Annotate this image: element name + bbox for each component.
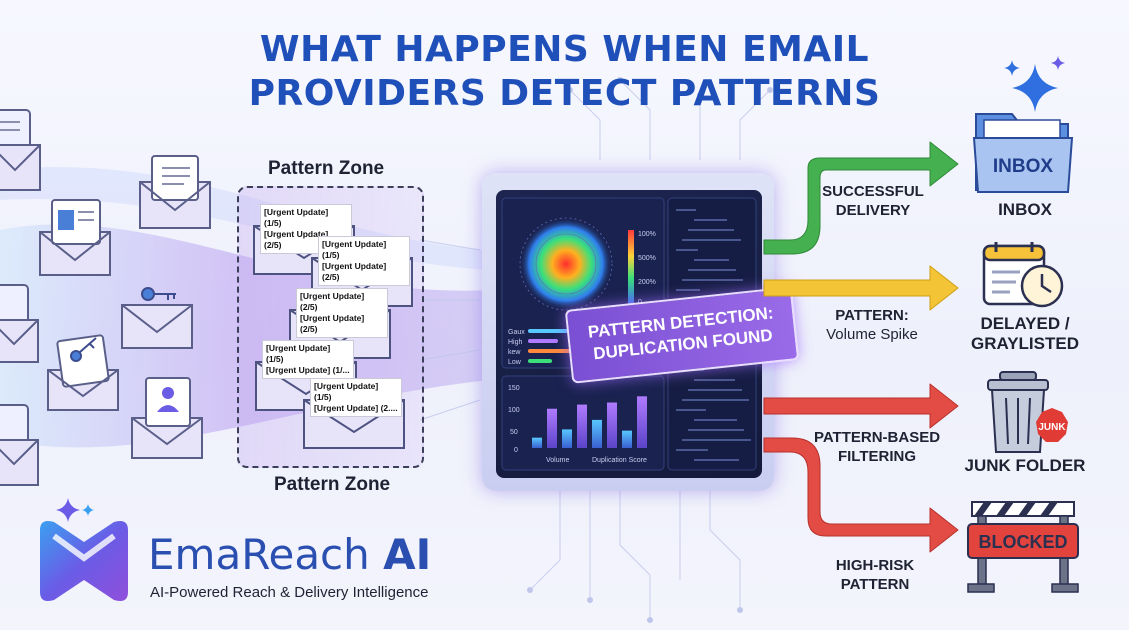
heatmap: [520, 218, 612, 310]
emareach-logo-icon: [40, 498, 128, 601]
email-subject: [Urgent Update] (2....: [314, 403, 398, 413]
brand-tagline: AI-Powered Reach & Delivery Intelligence: [150, 584, 429, 601]
arrow-volume-spike: [763, 265, 959, 311]
brand-name-ai: AI: [383, 530, 432, 579]
chart-bar: [637, 396, 647, 448]
gauge-label: kew: [508, 349, 521, 356]
y-tick: 100: [508, 407, 520, 414]
brand-name-main: EmaReach: [148, 530, 370, 579]
incoming-emails: [0, 109, 211, 486]
email-subject: [Urgent Update] (2/5): [322, 261, 387, 282]
page-title: WHAT HAPPENS WHEN EMAIL PROVIDERS DETECT…: [0, 28, 1129, 116]
gauge-label: Gaux: [508, 329, 525, 336]
pattern-zone-label-bottom: Pattern Zone: [274, 474, 391, 495]
chart-bar: [532, 437, 542, 448]
email-subject: [Urgent Update] (1/...: [266, 365, 350, 375]
heat-scale-tick: 200%: [638, 279, 656, 286]
key-icon: [70, 350, 82, 362]
calendar-clock-icon: [982, 242, 1064, 308]
destination-label: INBOX: [998, 200, 1052, 219]
heat-scale: [628, 230, 634, 304]
chart-bar: [607, 402, 617, 448]
pattern-zone-label-top: Pattern Zone: [268, 158, 385, 179]
y-tick: 150: [508, 385, 520, 392]
arrow-pattern-filtering: [763, 383, 959, 429]
blocked-icon-text: BLOCKED: [979, 532, 1068, 552]
y-tick: 50: [510, 429, 518, 436]
title-line-2: PROVIDERS DETECT PATTERNS: [248, 73, 881, 114]
sparkle-icon: [1004, 56, 1065, 112]
title-line-1: WHAT HAPPENS WHEN EMAIL: [259, 29, 870, 70]
email-subject: [Urgent Update] (2/5): [300, 313, 365, 334]
envelope-icon: [121, 304, 193, 349]
chart-bar: [577, 404, 587, 448]
chart-bar: [562, 429, 572, 448]
chart-bar: [622, 430, 632, 448]
destination-label: DELAYED /GRAYLISTED: [970, 314, 1079, 353]
email-subject: [Urgent Update] (1/5): [314, 381, 379, 402]
user-icon: [162, 387, 174, 399]
email-subject: [Urgent Update] (1/5): [266, 343, 331, 364]
duplicate-email: [Urgent Update] (2/5)[Urgent Update] (2/…: [288, 284, 398, 359]
barrier-icon: BLOCKED: [967, 501, 1079, 593]
duplicate-email: [Urgent Update] (1/5)[Urgent Update] (2.…: [302, 374, 412, 449]
legend-volume: Volume: [546, 457, 569, 464]
trash-can-icon: JUNK: [987, 371, 1068, 453]
chart-bar: [547, 408, 557, 448]
gauge-label: Low: [508, 359, 522, 366]
y-tick: 0: [514, 447, 518, 454]
email-subject: [Urgent Update] (2/5): [264, 229, 329, 250]
arrow-high-risk: [763, 437, 959, 553]
folder-icon: INBOX: [972, 113, 1074, 193]
envelope-icon: [0, 439, 39, 486]
chart-bar: [592, 419, 602, 448]
inbox-icon-text: INBOX: [993, 156, 1054, 177]
junk-icon-text: JUNK: [1038, 422, 1066, 433]
outcome-label: PATTERN:Volume Spike: [826, 307, 918, 343]
legend-duplication-score: Duplication Score: [592, 457, 647, 464]
arrow-successful-delivery: [763, 141, 959, 255]
gauge-label: High: [508, 339, 523, 346]
heat-scale-tick: 100%: [638, 231, 656, 238]
email-subject: [Urgent Update] (1/5): [264, 207, 329, 228]
heat-scale-tick: 500%: [638, 255, 656, 262]
email-subject: [Urgent Update] (1/5): [322, 239, 387, 260]
brand-name: EmaReach AI: [148, 530, 431, 579]
destination-label: JUNK FOLDER: [964, 456, 1086, 475]
email-subject: [Urgent Update] (2/5): [300, 291, 365, 312]
